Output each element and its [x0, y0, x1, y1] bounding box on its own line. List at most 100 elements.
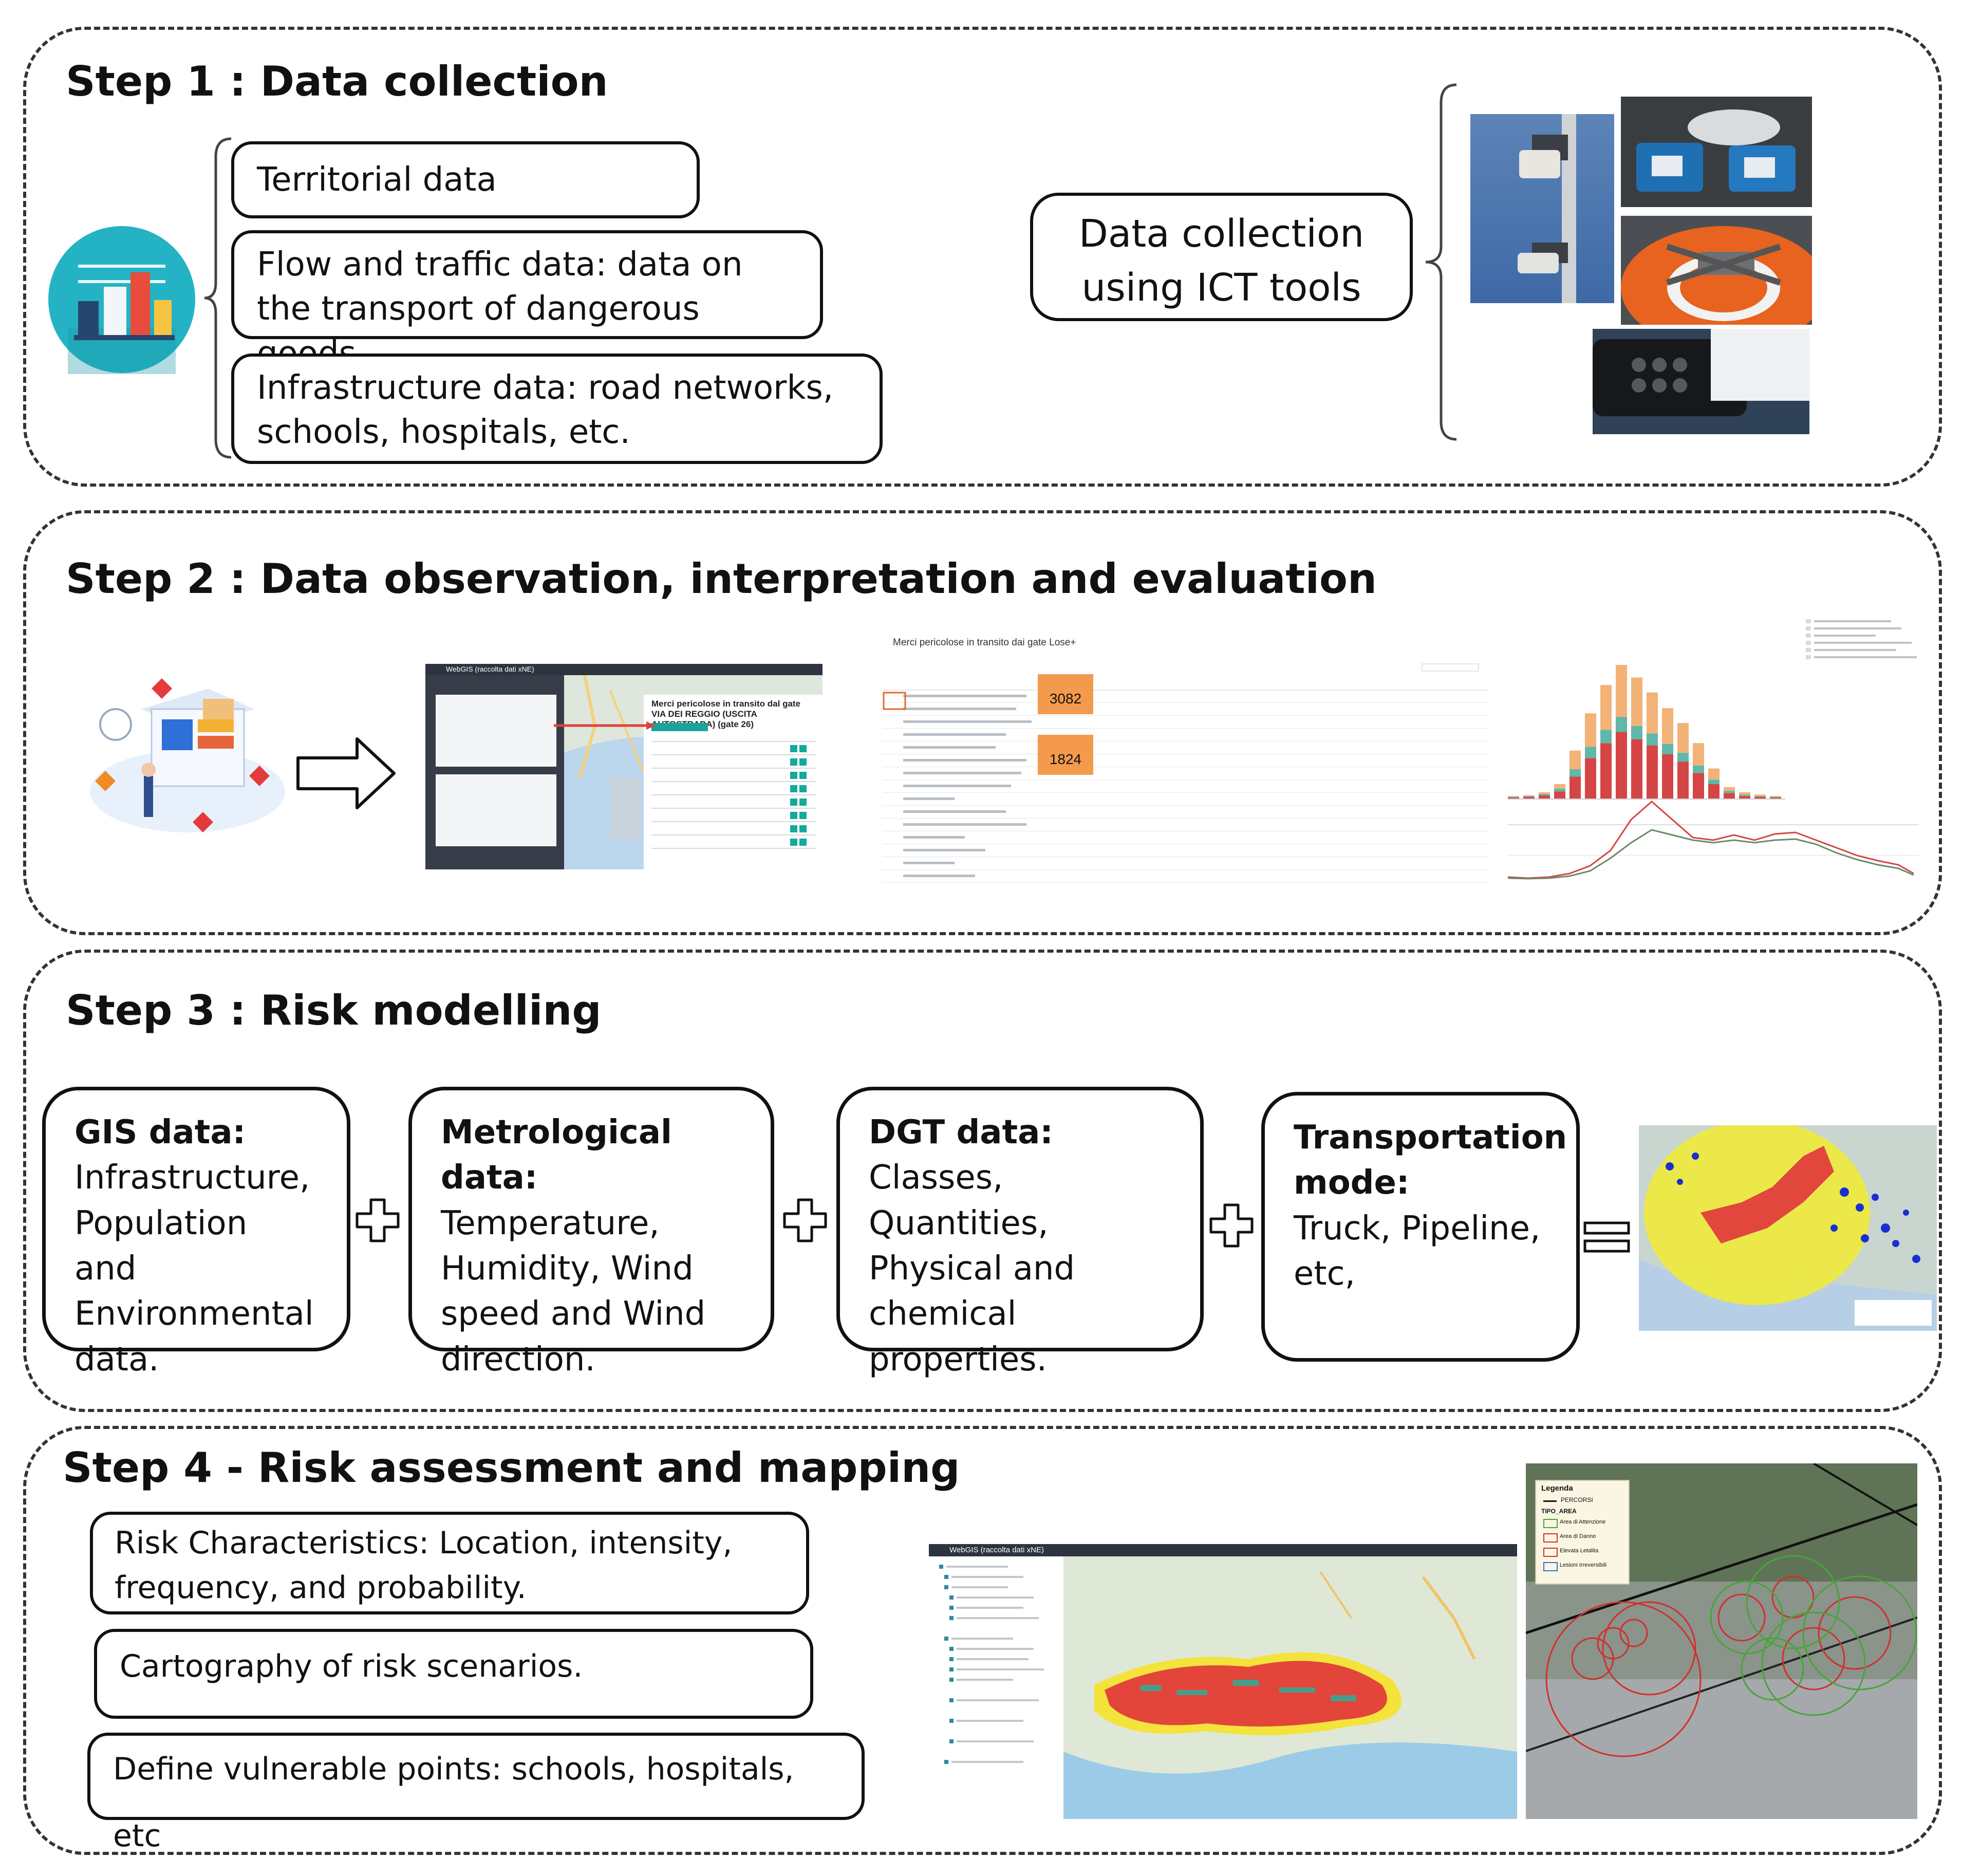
chart-bar-segment — [1677, 761, 1689, 799]
step4-panel — [23, 1426, 1942, 1855]
chart-bar-segment — [1647, 733, 1658, 746]
meteorological-data-card: Metrological data: Temperature, Humidity… — [408, 1087, 774, 1379]
highlight-value-2: 1824 — [1049, 751, 1082, 767]
chart-bar-segment — [1569, 776, 1581, 799]
transportation-mode-card: Transportation mode: Truck, Pipeline, et… — [1261, 1092, 1580, 1362]
chart-bar-segment — [1693, 765, 1704, 773]
step3-title: Step 3 : Risk modelling — [66, 987, 602, 1034]
map-legend: Legenda PERCORSI TIPO_AREA Area di Atten… — [1535, 1480, 1630, 1585]
legend-entry-1: Area di Attenzione — [1560, 1519, 1606, 1525]
table-title: Merci pericolose in transito dai gate Lo… — [893, 637, 1076, 648]
territorial-data-box: Territorial data — [231, 141, 700, 218]
chart-bar-segment — [1708, 784, 1720, 799]
chart-bar-segment — [1677, 723, 1689, 753]
legend-entry-3: Elevata Letalita — [1560, 1548, 1599, 1554]
webgis-app-title: WebGIS (raccolta dati xNE) — [446, 665, 534, 673]
chart-bar-segment — [1585, 758, 1596, 799]
right-arrow-icon — [296, 737, 396, 809]
stacked-bar-chart-screenshot — [1498, 614, 1927, 899]
gis-data-heading: GIS data: — [74, 1113, 246, 1151]
chart-bar-segment — [1539, 792, 1550, 794]
chart-bar-segment — [1754, 796, 1766, 799]
cartography-box: Cartography of risk scenarios. — [94, 1629, 813, 1719]
chart-bar-segment — [1554, 784, 1565, 789]
dangerous-goods-table-screenshot: Merci pericolose in transito dai gate Lo… — [883, 633, 1489, 890]
chart-bar-segment — [1539, 793, 1550, 795]
chart-bar-segment — [1724, 793, 1735, 799]
dgt-data-heading: DGT data: — [869, 1113, 1053, 1151]
transportation-mode-heading: Transportation mode: — [1294, 1119, 1567, 1202]
highlight-value-1: 3082 — [1049, 691, 1082, 707]
risk-map-app-title: WebGIS (raccolta dati xNE) — [949, 1546, 1044, 1554]
step1-panel — [23, 27, 1942, 487]
chart-bar-segment — [1523, 795, 1535, 796]
chart-bar-segment — [1647, 692, 1658, 734]
step4-title: Step 4 - Risk assessment and mapping — [63, 1444, 960, 1492]
transportation-mode-text: Truck, Pipeline, etc, — [1294, 1209, 1541, 1293]
infrastructure-data-box: Infrastructure data: road networks, scho… — [231, 354, 883, 464]
chart-bar-segment — [1616, 717, 1627, 732]
risk-model-map — [1639, 1125, 1937, 1331]
chart-bar-segment — [1662, 754, 1673, 799]
dgt-data-card: DGT data: Classes, Quantities, Physical … — [836, 1087, 1204, 1379]
ict-tools-label: Data collection using ICT tools — [1078, 212, 1365, 310]
legend-line-label: PERCORSI — [1561, 1496, 1593, 1503]
chart-bar-segment — [1585, 747, 1596, 758]
chart-bar-segment — [1708, 768, 1720, 780]
chart-bar-segment — [1616, 732, 1627, 799]
chart-bar-segment — [1724, 791, 1735, 793]
chart-bar-segment — [1631, 726, 1642, 739]
plus-icon — [1209, 1203, 1254, 1248]
chart-bar-segment — [1647, 745, 1658, 799]
step2-title: Step 2 : Data observation, interpretatio… — [66, 555, 1377, 603]
left-brace — [204, 137, 232, 459]
chart-bar-segment — [1662, 708, 1673, 744]
chart-bar-segment — [1739, 796, 1750, 799]
chart-bar-segment — [1708, 779, 1720, 784]
drone-photo — [1621, 216, 1812, 325]
chart-bar-segment — [1554, 791, 1565, 799]
legend-entry-2: Area di Danno — [1560, 1533, 1596, 1539]
right-brace — [1425, 83, 1457, 441]
chart-bar-segment — [1724, 787, 1735, 791]
meteorological-data-heading: Metrological data: — [441, 1113, 672, 1197]
chart-bar-segment — [1631, 677, 1642, 726]
logistics-illustration — [85, 668, 290, 838]
chart-bar-segment — [1554, 788, 1565, 792]
chart-bar-segment — [1600, 685, 1612, 730]
webgis-screenshot: WebGIS (raccolta dati xNE) Merci pericol… — [425, 664, 823, 869]
satellite-risk-map: Legenda PERCORSI TIPO_AREA Area di Atten… — [1526, 1463, 1917, 1819]
vulnerable-points-box: Define vulnerable points: schools, hospi… — [87, 1733, 865, 1854]
chart-bar-segment — [1677, 753, 1689, 762]
chart-bar-segment — [1569, 750, 1581, 769]
legend-title: Legenda — [1541, 1484, 1573, 1493]
legend-group-label: TIPO_AREA — [1541, 1508, 1577, 1515]
webgis-risk-map-screenshot: WebGIS (raccolta dati xNE) — [929, 1544, 1517, 1819]
chart-bar-segment — [1523, 796, 1535, 799]
chart-bar-segment — [1600, 743, 1612, 799]
chart-bar-segment — [1662, 744, 1673, 754]
step2-panel — [23, 510, 1942, 935]
step3-panel — [23, 950, 1942, 1412]
sensor-device-photo — [1621, 97, 1812, 207]
risk-characteristics-box: Risk Characteristics: Location, intensit… — [90, 1512, 809, 1614]
chart-bar-segment — [1631, 739, 1642, 799]
chart-bar-segment — [1770, 797, 1781, 799]
chart-bar-segment — [1616, 665, 1627, 717]
dgt-data-text: Classes, Quantities, Physical and chemic… — [869, 1159, 1075, 1379]
chart-bar-segment — [1600, 730, 1612, 744]
legend-entry-4: Lesioni Irreversibili — [1560, 1562, 1607, 1568]
camera-pole-photo — [1470, 114, 1614, 303]
gis-data-text: Infrastructure, Population and Environme… — [74, 1159, 314, 1379]
chart-bar-segment — [1693, 773, 1704, 799]
meteorological-data-text: Temperature, Humidity, Wind speed and Wi… — [441, 1204, 706, 1379]
chart-bar-segment — [1585, 713, 1596, 747]
chart-bar-segment — [1754, 794, 1766, 796]
ict-tools-box: Data collection using ICT tools — [1030, 193, 1413, 321]
equals-icon — [1583, 1221, 1630, 1253]
plus-icon — [356, 1198, 400, 1242]
lpr-camera-photo — [1593, 329, 1809, 434]
chart-bar-segment — [1569, 769, 1581, 777]
plus-icon — [783, 1198, 827, 1242]
chart-bar-segment — [1739, 794, 1750, 796]
